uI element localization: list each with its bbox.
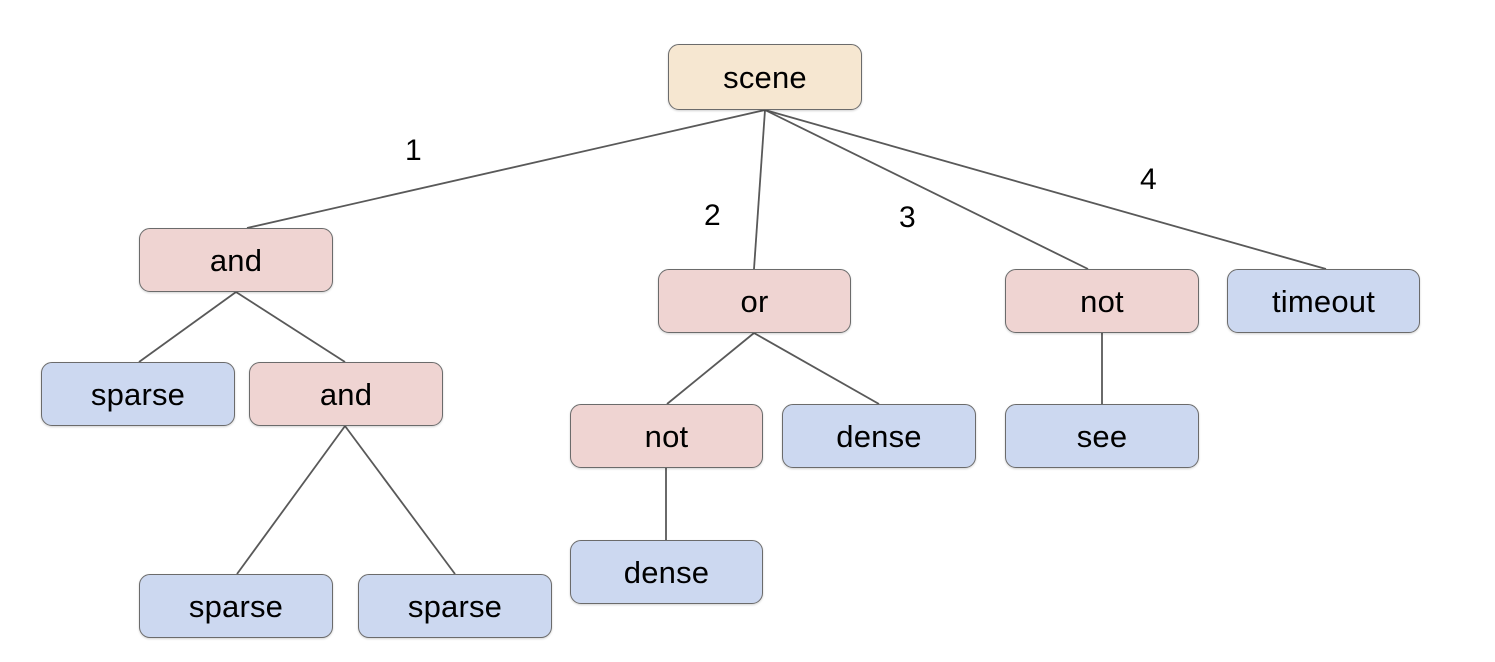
- edge-label-4: 4: [1140, 163, 1157, 196]
- edge-scene-to-or1: [753, 109, 766, 270]
- edge-and1-to-sparse1: [138, 291, 237, 363]
- edge-and1-to-and2: [235, 291, 346, 363]
- tree-node-dense1[interactable]: dense: [782, 404, 976, 468]
- edge-label-2: 2: [704, 199, 721, 232]
- tree-node-and1[interactable]: and: [139, 228, 333, 292]
- edge-scene-to-timeout1: [764, 109, 1327, 270]
- tree-node-sparse2[interactable]: sparse: [139, 574, 333, 638]
- tree-node-sparse1[interactable]: sparse: [41, 362, 235, 426]
- tree-node-or1[interactable]: or: [658, 269, 851, 333]
- tree-node-not2[interactable]: not: [570, 404, 763, 468]
- tree-node-see1[interactable]: see: [1005, 404, 1199, 468]
- tree-node-dense2[interactable]: dense: [570, 540, 763, 604]
- edge-scene-to-not1: [764, 109, 1089, 270]
- edge-or1-to-dense1: [753, 332, 880, 405]
- edge-label-3: 3: [899, 201, 916, 234]
- tree-node-not1[interactable]: not: [1005, 269, 1199, 333]
- edge-or1-to-not2: [666, 332, 755, 405]
- edge-and2-to-sparse3: [344, 425, 456, 575]
- edge-label-1: 1: [405, 134, 422, 167]
- tree-node-timeout1[interactable]: timeout: [1227, 269, 1420, 333]
- tree-node-scene[interactable]: scene: [668, 44, 862, 110]
- edge-and2-to-sparse2: [236, 425, 346, 575]
- tree-node-and2[interactable]: and: [249, 362, 443, 426]
- edge-scene-to-and1: [246, 109, 766, 229]
- tree-node-sparse3[interactable]: sparse: [358, 574, 552, 638]
